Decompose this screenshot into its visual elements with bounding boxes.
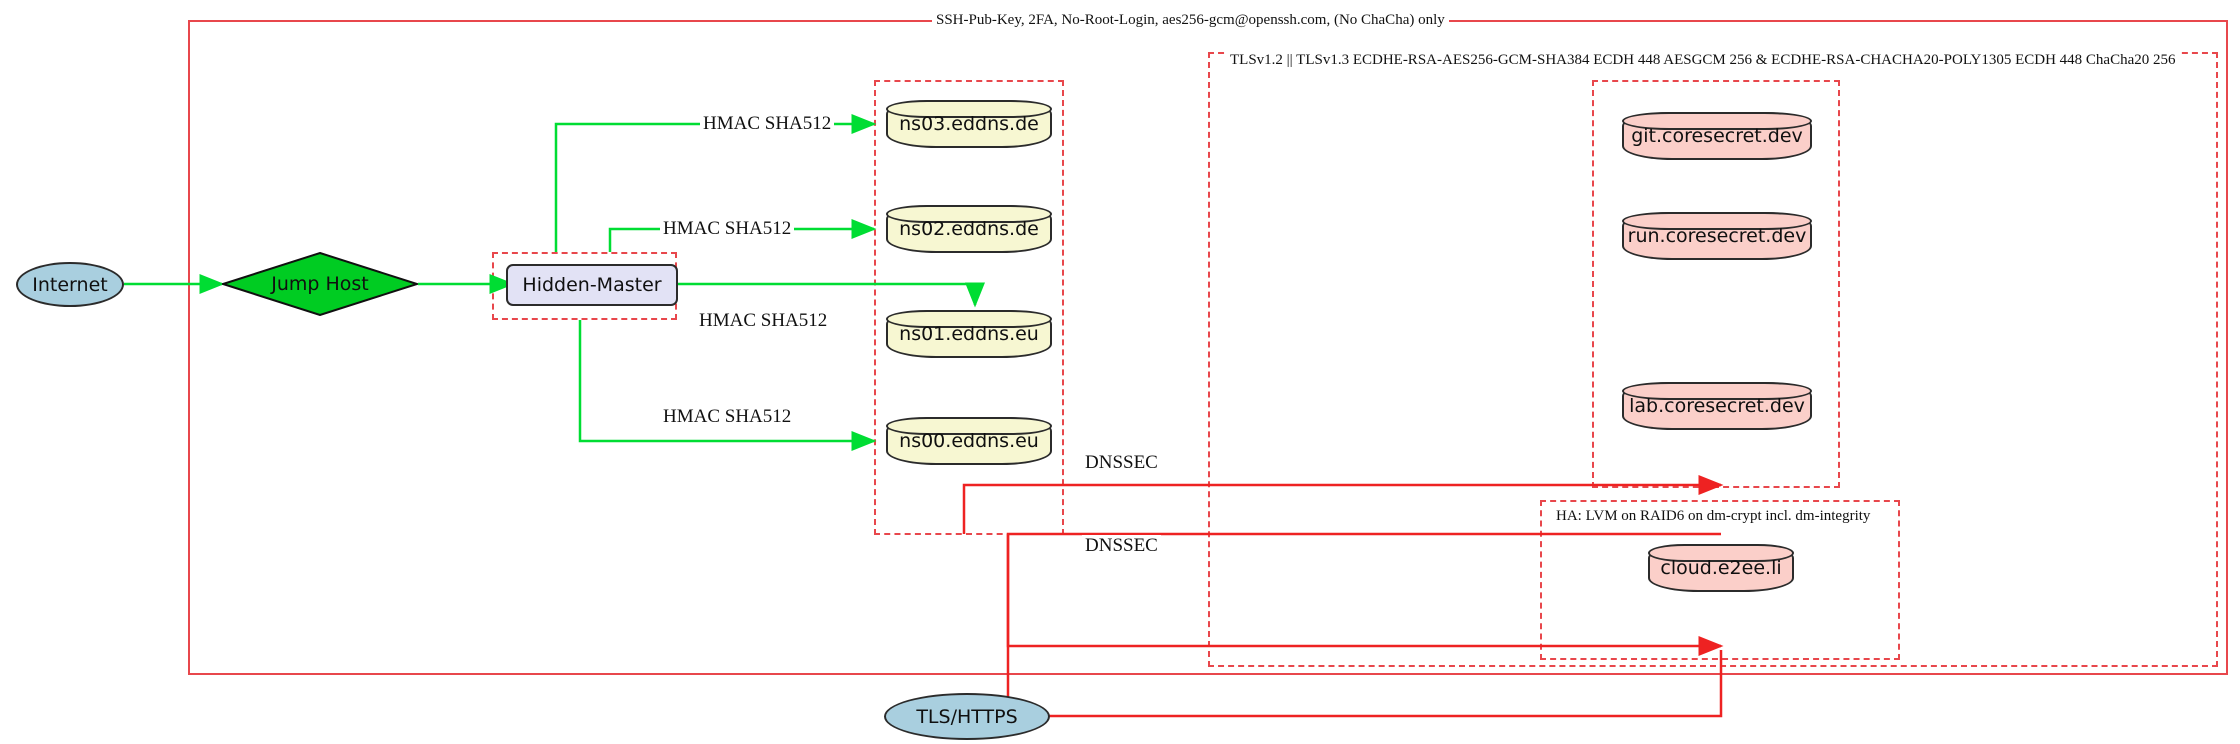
ssh-boundary-label: SSH-Pub-Key, 2FA, No-Root-Login, aes256-… [932, 12, 1449, 29]
node-internet-label: Internet [32, 273, 108, 296]
node-cloud-e2ee-li-label: cloud.e2ee.li [1660, 557, 1782, 579]
node-tls-https-label: TLS/HTTPS [916, 705, 1018, 728]
edge-label-hmac-ns03: HMAC SHA512 [700, 113, 835, 135]
node-git-coresecret-dev[interactable]: git.coresecret.dev [1622, 112, 1812, 160]
node-run-coresecret-dev[interactable]: run.coresecret.dev [1622, 212, 1812, 260]
node-git-coresecret-dev-label: git.coresecret.dev [1631, 125, 1803, 147]
node-cloud-e2ee-li[interactable]: cloud.e2ee.li [1648, 544, 1794, 592]
dns-zone-boundary-box [874, 80, 1064, 535]
node-ns00-label: ns00.eddns.eu [899, 430, 1039, 452]
node-internet[interactable]: Internet [16, 262, 124, 307]
node-hidden-master[interactable]: Hidden-Master [506, 264, 678, 306]
node-ns00[interactable]: ns00.eddns.eu [886, 417, 1052, 465]
node-ns01[interactable]: ns01.eddns.eu [886, 310, 1052, 358]
node-run-coresecret-dev-label: run.coresecret.dev [1627, 225, 1807, 247]
node-jump-host[interactable]: Jump Host [222, 252, 418, 316]
edge-label-dnssec-2: DNSSEC [1082, 535, 1161, 557]
edge-label-hmac-ns00: HMAC SHA512 [660, 406, 795, 428]
edge-label-hmac-ns02: HMAC SHA512 [660, 218, 795, 240]
node-ns01-label: ns01.eddns.eu [899, 323, 1039, 345]
node-lab-coresecret-dev-label: lab.coresecret.dev [1629, 395, 1805, 417]
node-tls-https[interactable]: TLS/HTTPS [884, 693, 1050, 740]
tls-boundary-label: TLSv1.2 || TLSv1.3 ECDHE-RSA-AES256-GCM-… [1226, 52, 2180, 69]
ha-boundary-label: HA: LVM on RAID6 on dm-crypt incl. dm-in… [1552, 508, 1875, 525]
node-ns03[interactable]: ns03.eddns.de [886, 100, 1052, 148]
node-hidden-master-label: Hidden-Master [522, 274, 662, 296]
edge-label-dnssec-1: DNSSEC [1082, 452, 1161, 474]
node-ns02-label: ns02.eddns.de [899, 218, 1039, 240]
node-ns03-label: ns03.eddns.de [899, 113, 1039, 135]
node-ns02[interactable]: ns02.eddns.de [886, 205, 1052, 253]
edge-label-hmac-ns01: HMAC SHA512 [696, 310, 831, 332]
node-lab-coresecret-dev[interactable]: lab.coresecret.dev [1622, 382, 1812, 430]
